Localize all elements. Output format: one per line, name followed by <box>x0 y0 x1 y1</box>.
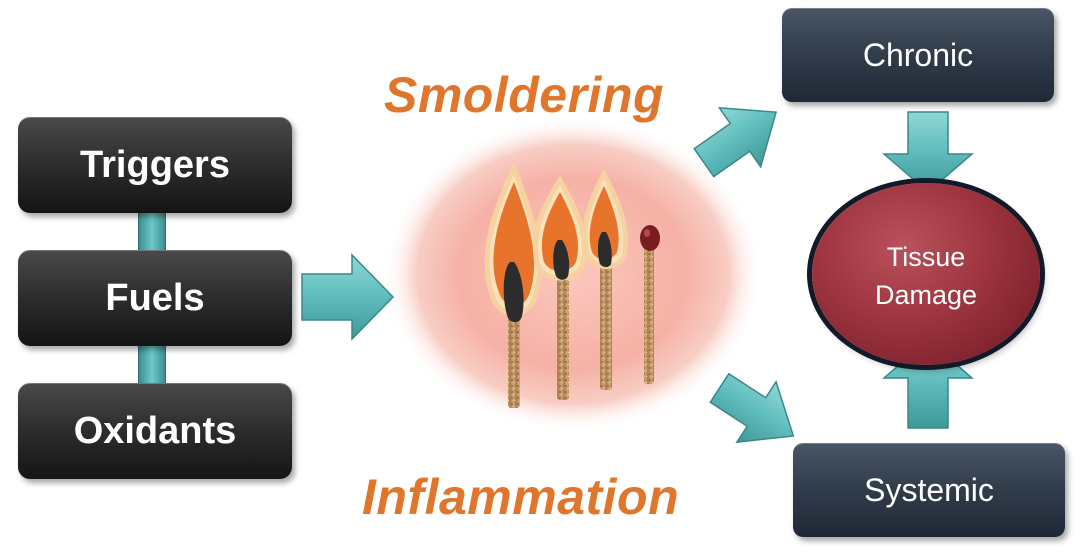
arrow-chronic-to-damage <box>881 111 975 193</box>
oxidants-box: Oxidants <box>18 383 292 479</box>
arrow-to-center <box>301 253 395 341</box>
systemic-label: Systemic <box>864 471 994 508</box>
tissue-damage-line2: Damage <box>874 280 978 310</box>
inflammation-title: Inflammation <box>362 469 680 525</box>
triggers-box: Triggers <box>18 117 292 213</box>
fuels-label: Fuels <box>105 276 205 319</box>
burning-match-icon <box>484 161 543 408</box>
burning-match-icon <box>582 168 629 390</box>
burning-match-icon <box>532 175 588 400</box>
tissue-damage-circle <box>812 183 1040 365</box>
arrow-to-systemic <box>709 372 795 444</box>
unlit-match-icon <box>640 225 660 384</box>
fuels-box: Fuels <box>18 250 292 346</box>
triggers-label: Triggers <box>80 143 230 186</box>
arrow-to-chronic <box>693 107 778 178</box>
connector-bar <box>138 343 166 387</box>
connector-bar <box>138 210 166 254</box>
systemic-box: Systemic <box>793 443 1065 537</box>
oxidants-label: Oxidants <box>73 409 237 452</box>
smoldering-title: Smoldering <box>384 67 665 123</box>
tissue-damage-line1: Tissue <box>886 242 966 272</box>
chronic-box: Chronic <box>782 8 1054 102</box>
chronic-label: Chronic <box>862 36 974 73</box>
